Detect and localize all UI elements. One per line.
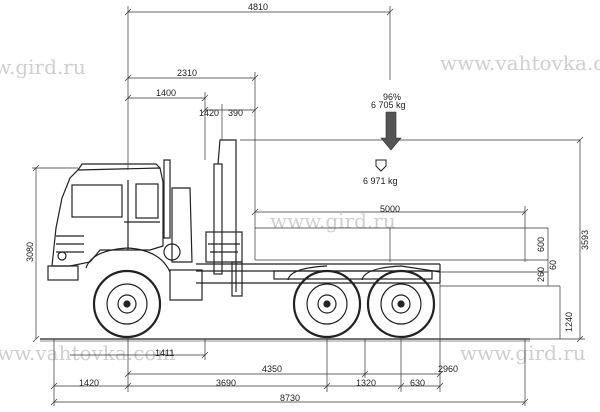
crane-manipulator [205,139,243,297]
dim-1400: 1400 [156,88,176,98]
load-center-mass: 6 971 kg [363,176,398,186]
cab-door [124,180,160,250]
watermark-gird-bottom-right: www.gird.ru [460,341,586,365]
load-indicator [375,111,402,172]
watermarks: www.gird.ru www.vahtovka.com www.gird.ru… [0,51,600,365]
battery-box [169,269,203,301]
dim-3080: 3080 [25,242,35,262]
dimension-labels: 4810 2310 1400 1420 390 96% 6 705 kg 6 9… [25,2,590,403]
cab-outline [51,167,164,267]
dim-4350: 4350 [262,364,282,374]
front-fender [85,247,171,273]
ground [40,338,530,342]
dim-3593: 3593 [580,230,590,250]
rear-wheel-2 [366,269,436,339]
dim-600: 600 [536,237,546,252]
watermark-vahtovka-bottom-left: www.vahtovka.com [0,341,175,365]
cab-grille [56,235,84,253]
cab-roof [77,163,161,171]
dim-1411: 1411 [155,348,174,358]
watermark-gird-center: www.gird.ru [270,209,396,233]
dim-390: 390 [228,108,243,118]
dim-260: 260 [536,267,546,282]
dim-5000: 5000 [380,204,400,214]
truck-side-view [47,139,441,339]
dim-4810: 4810 [248,2,268,12]
spare-wheel-rack [171,187,193,263]
dim-8730: 8730 [280,393,300,403]
watermark-vahtovka-top-right: www.vahtovka.com [440,51,600,75]
dim-1420: 1420 [79,378,99,388]
dim-2310: 2310 [177,68,197,78]
rear-fender [287,265,441,281]
dim-1320: 1320 [356,378,376,388]
rear-wheel-1 [292,269,362,339]
cab-side-window [135,183,159,219]
front-bumper [47,265,79,281]
fuel-tank-cap [163,243,181,261]
load-arrow-icon [380,111,402,151]
dim-3690: 3690 [216,378,236,388]
center-of-gravity-icon [375,159,387,172]
headlight-icon [57,251,67,261]
load-upper-mass: 6 705 kg [371,100,406,110]
dim-1420-top: 1420 [199,108,219,118]
cab-windshield [71,184,123,218]
watermark-gird-top-left: www.gird.ru [0,55,86,79]
dim-1240: 1240 [564,312,574,332]
front-wheel [92,269,162,339]
dim-2960: 2960 [438,364,458,374]
dimension-lines [32,6,585,406]
dim-630: 630 [410,378,425,388]
dim-60: 60 [548,260,558,270]
load-percent: 96% [383,92,401,102]
exhaust-pipe [163,159,171,239]
